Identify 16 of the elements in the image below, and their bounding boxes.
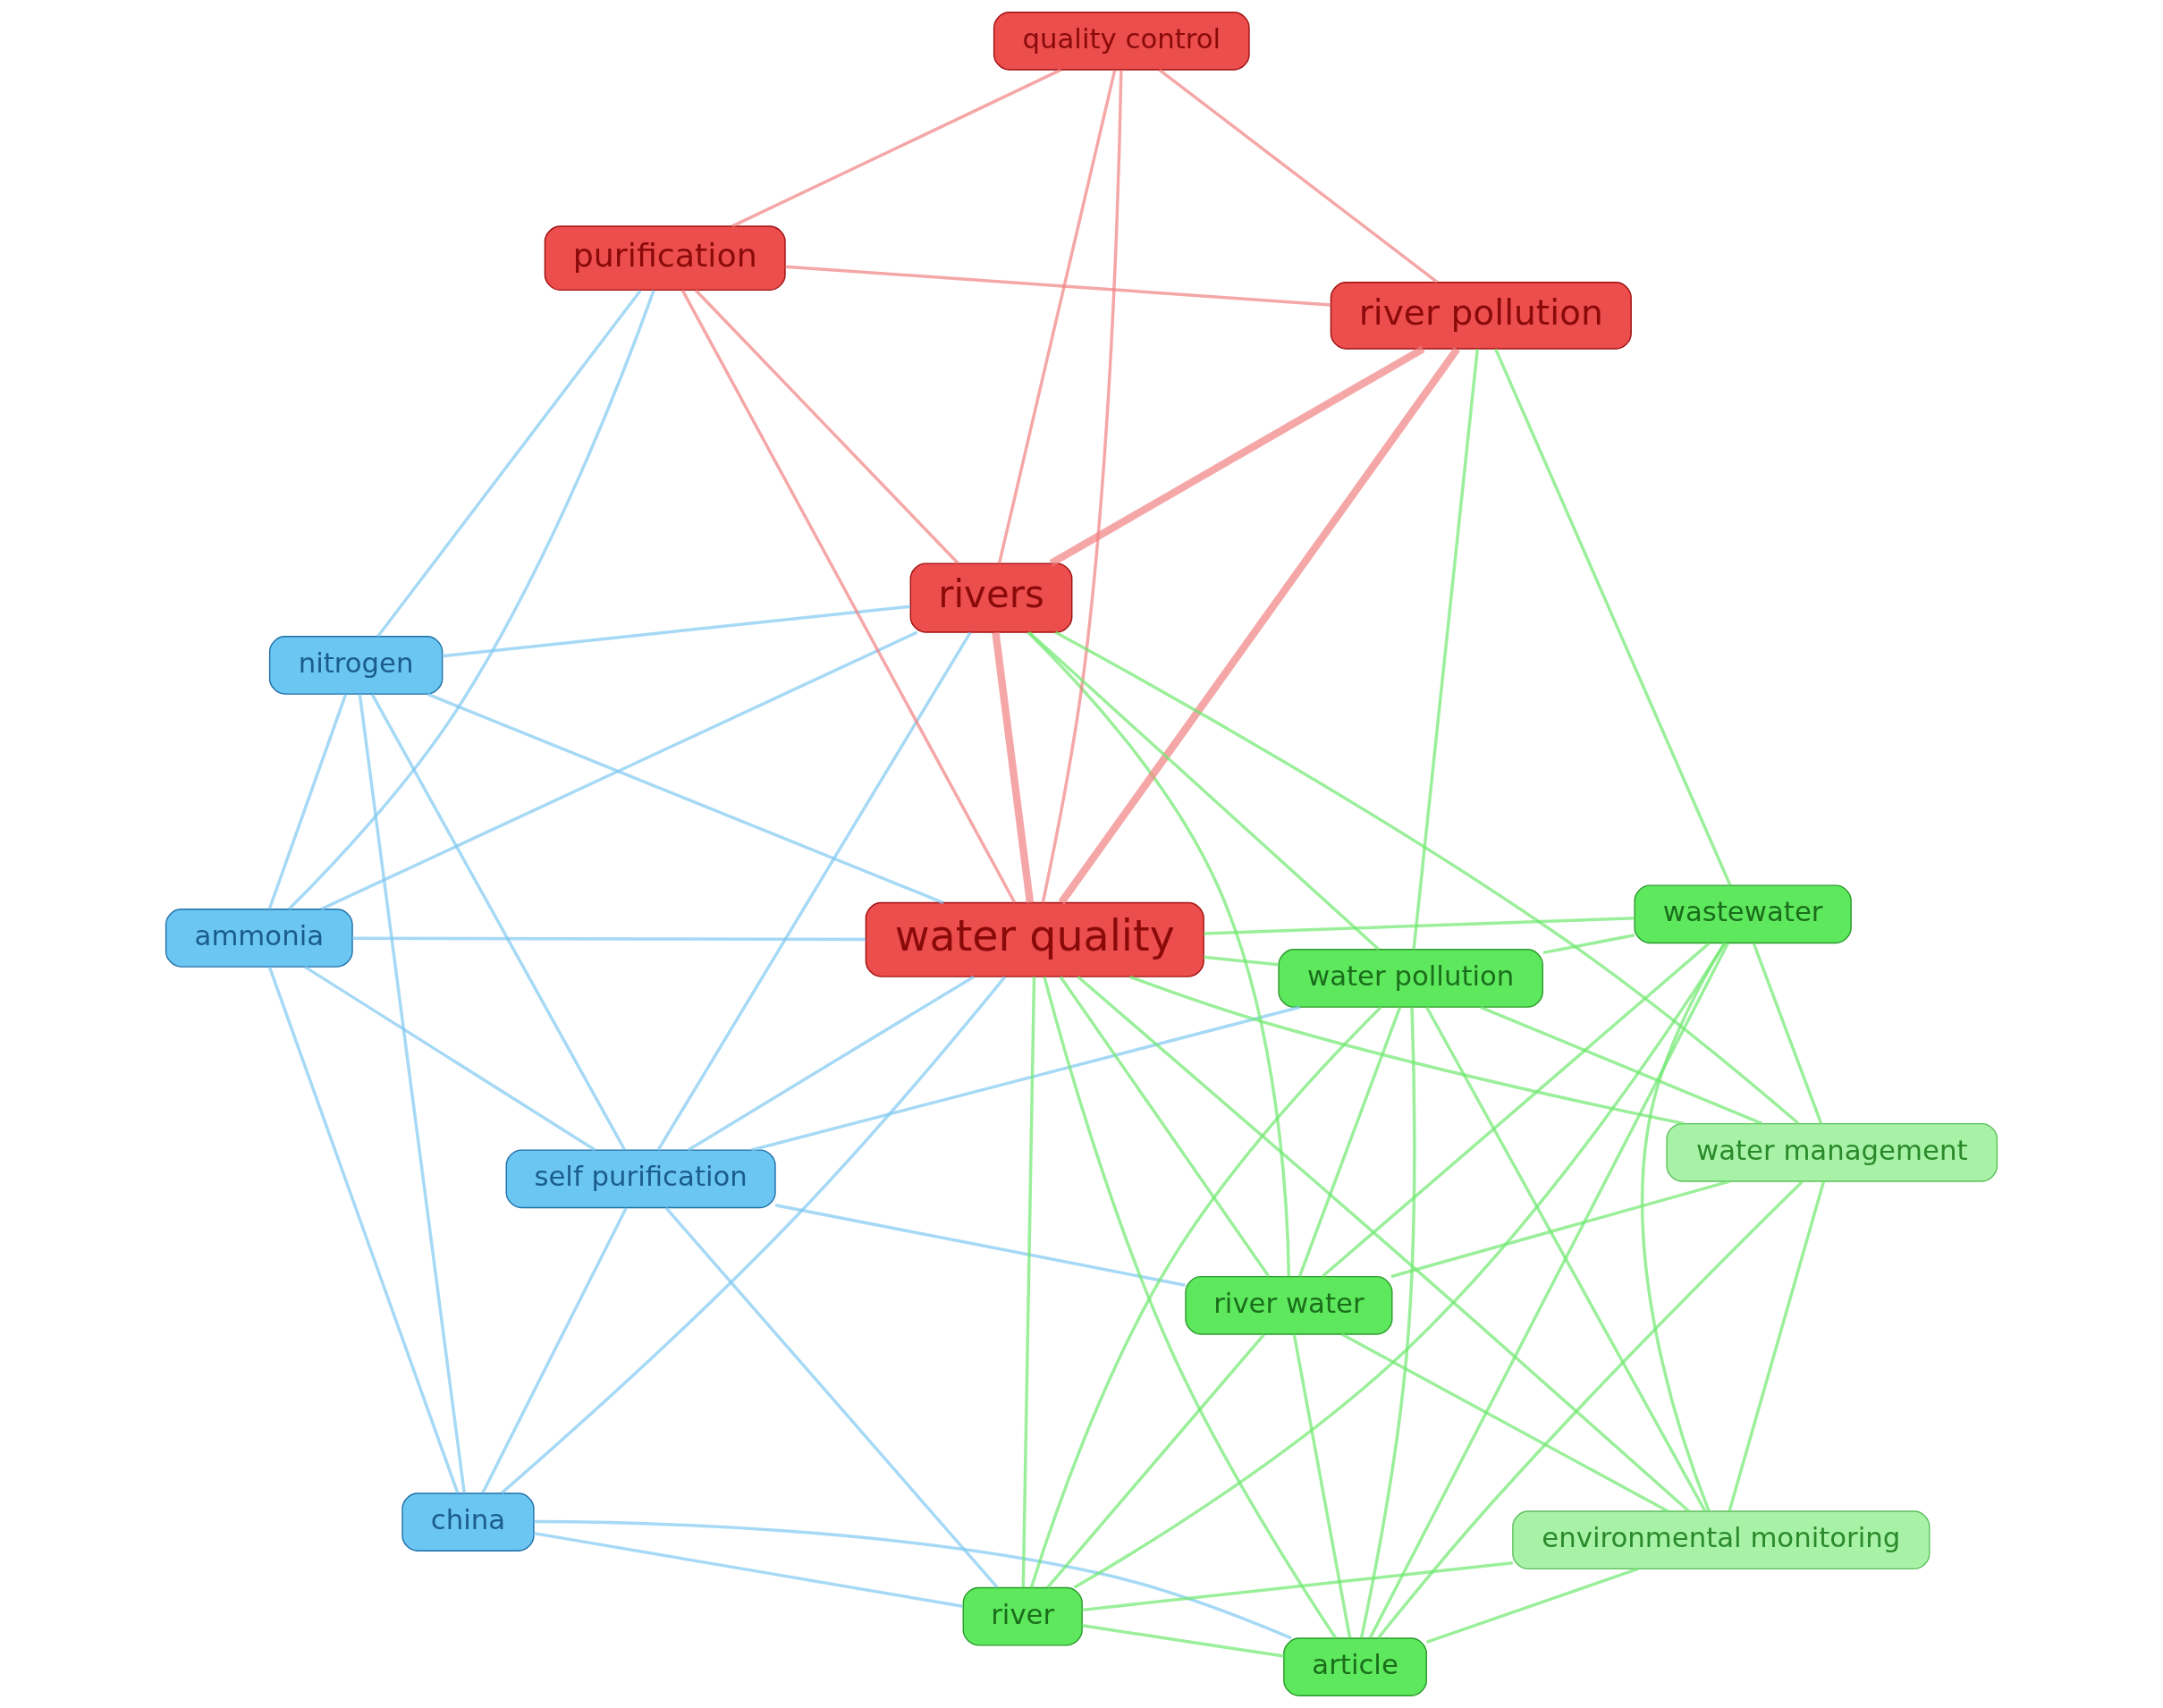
node-box: water quality (865, 901, 1204, 977)
node-box: river water (1185, 1275, 1393, 1335)
node-box: nitrogen (268, 636, 444, 695)
node-box: rivers (909, 562, 1073, 633)
node-box: article (1283, 1637, 1427, 1696)
node-box: quality control (993, 12, 1250, 71)
node-box: china (401, 1492, 535, 1552)
node-box: self purification (505, 1149, 776, 1209)
node-box: environmental monitoring (1512, 1510, 1931, 1570)
node-box: purification (544, 225, 786, 292)
node-box: river pollution (1330, 282, 1632, 350)
node-box: wastewater (1634, 884, 1852, 944)
node-box: water management (1666, 1122, 1998, 1182)
node-box: ammonia (165, 909, 353, 968)
node-box: water pollution (1278, 949, 1543, 1008)
node-box: river (962, 1586, 1083, 1646)
